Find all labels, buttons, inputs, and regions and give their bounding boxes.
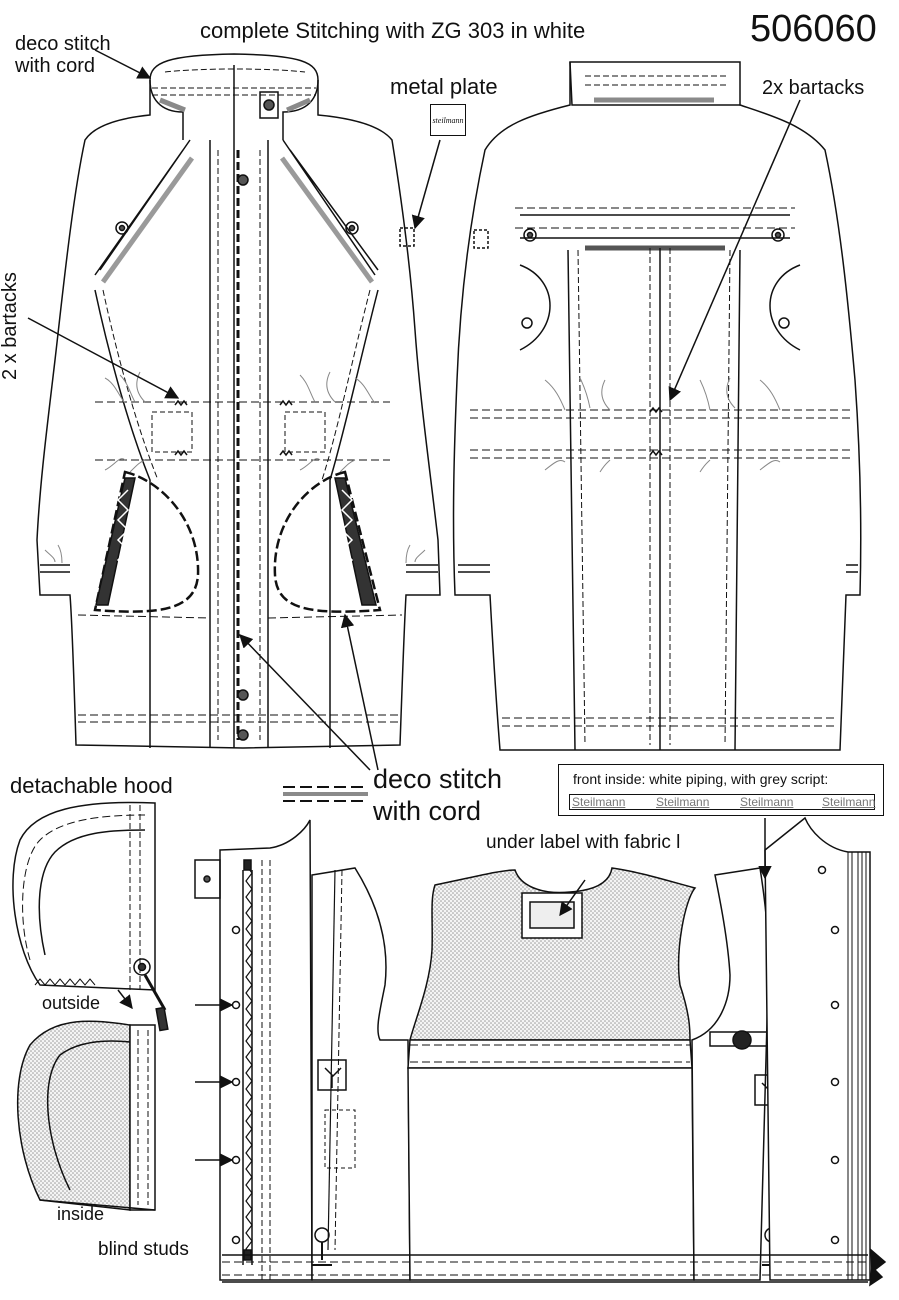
piping-script-1: Steilmann <box>572 795 626 809</box>
style-number: 506060 <box>750 8 877 50</box>
front-coat <box>36 53 441 749</box>
arrow-under-label <box>559 879 586 917</box>
piping-script-4: Steilmann <box>822 795 876 809</box>
label-deco-stitch-small-line2: with cord <box>15 55 96 77</box>
page-title: complete Stitching with ZG 303 in white <box>200 18 586 43</box>
label-under-label: under label with fabric l <box>486 832 681 853</box>
metal-plate-logo: steilmann <box>430 104 466 136</box>
label-bartacks-front: 2 x bartacks <box>0 272 21 380</box>
arrow-deco-stitch-placket <box>239 634 371 771</box>
deco-stitch-legend <box>283 786 368 802</box>
label-deco-stitch-small-line1: deco stitch <box>15 33 111 55</box>
arrow-bartacks-front <box>27 317 180 399</box>
label-hood-outside: outside <box>42 993 101 1013</box>
label-blind-studs: blind studs <box>98 1239 189 1260</box>
hood-outside <box>12 801 169 1032</box>
arrow-hood-outside <box>117 989 133 1010</box>
arrow-deco-stitch-pocket <box>340 613 379 771</box>
back-coat-outline <box>452 61 862 751</box>
piping-note-box: front inside: white piping, with grey sc… <box>558 764 884 816</box>
inside-view <box>194 816 887 1287</box>
front-coat-outline <box>36 53 441 749</box>
piping-script-strip: Steilmann Steilmann Steilmann Steilmann <box>569 794 875 810</box>
label-deco-stitch-big-line2: with cord <box>373 796 482 826</box>
arrow-metal-plate <box>411 139 441 230</box>
label-deco-stitch-big-line1: deco stitch <box>373 764 503 794</box>
arrow-bartacks-back <box>668 99 801 402</box>
label-bartacks-back: 2x bartacks <box>762 77 865 99</box>
callout-arrows <box>27 49 801 1167</box>
label-metal-plate: metal plate <box>390 74 498 99</box>
hood-inside <box>16 1020 156 1211</box>
arrow-deco-stitch-collar <box>94 49 152 79</box>
piping-note-title: front inside: white piping, with grey sc… <box>573 771 829 787</box>
label-hood-inside: inside <box>57 1204 105 1224</box>
back-coat <box>452 61 862 751</box>
piping-script-2: Steilmann <box>656 795 710 809</box>
label-detachable-hood: detachable hood <box>10 773 173 798</box>
piping-script-3: Steilmann <box>740 795 794 809</box>
